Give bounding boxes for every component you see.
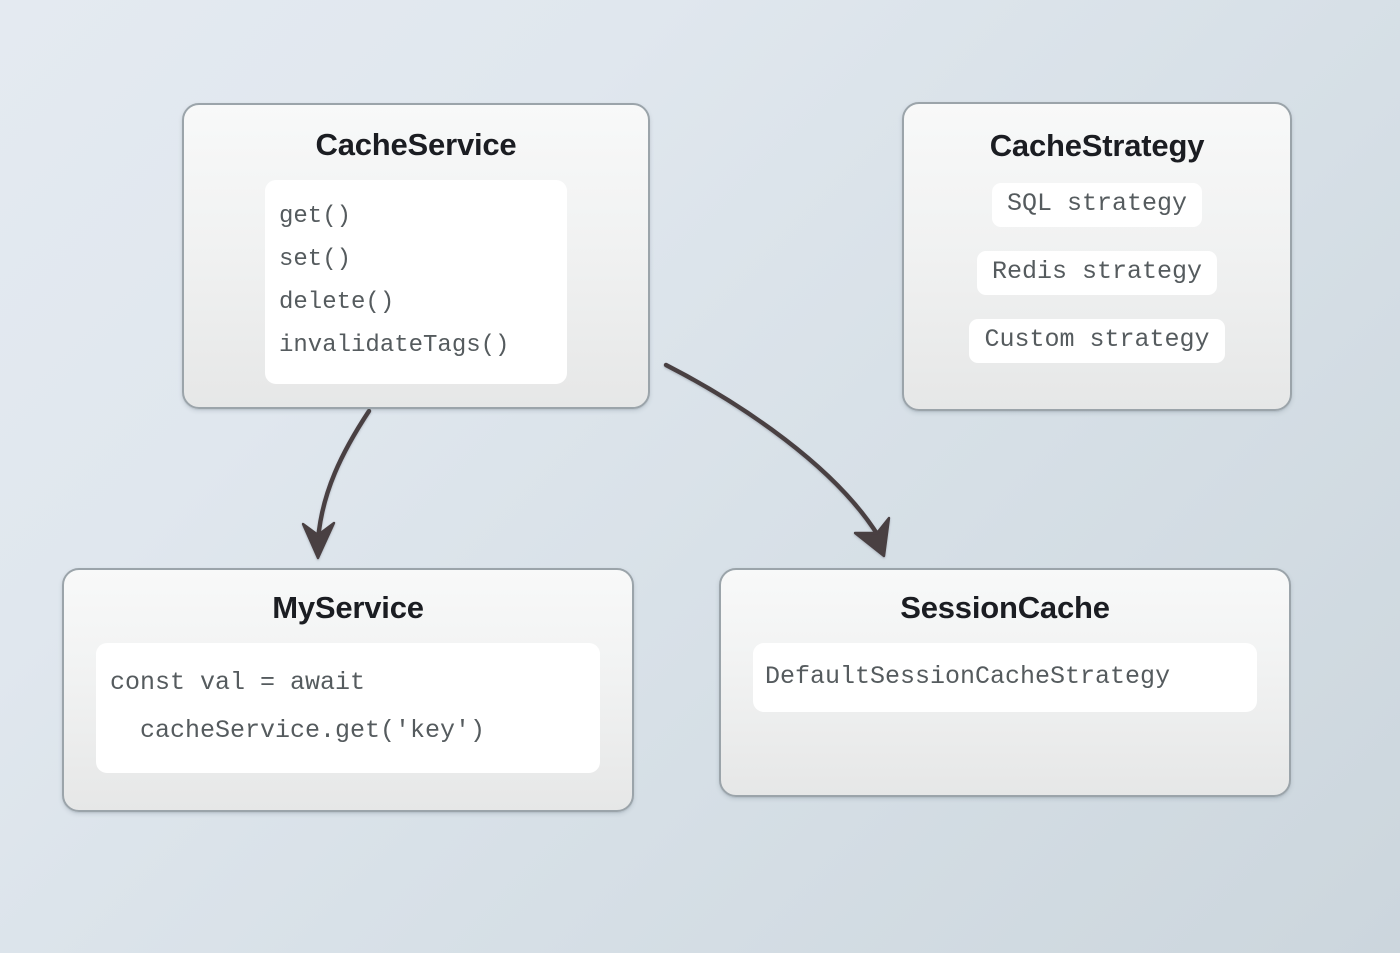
strategy-option: Redis strategy	[976, 251, 1218, 295]
method-item: delete()	[279, 289, 395, 316]
strategy-option: Custom strategy	[969, 319, 1225, 363]
code-line: DefaultSessionCacheStrategy	[765, 662, 1171, 691]
node-title-session-cache: SessionCache	[900, 590, 1110, 625]
cache-strategy-option-list: SQL strategy Redis strategy Custom strat…	[969, 183, 1225, 363]
code-line: cacheService.get('key')	[110, 716, 486, 745]
node-title-cache-service: CacheService	[315, 127, 517, 162]
method-item: get()	[279, 203, 352, 230]
strategy-option: SQL strategy	[991, 183, 1202, 227]
node-cache-strategy[interactable]: CacheStrategy SQL strategy Redis strateg…	[902, 102, 1292, 411]
node-title-cache-strategy: CacheStrategy	[989, 128, 1205, 163]
code-line: const val = await	[110, 668, 366, 697]
node-session-cache[interactable]: SessionCache DefaultSessionCacheStrategy	[719, 568, 1291, 797]
method-item: set()	[279, 246, 352, 273]
my-service-code-block: const val = await cacheService.get('key'…	[96, 643, 600, 773]
node-my-service[interactable]: MyService const val = await cacheService…	[62, 568, 634, 812]
node-cache-service[interactable]: CacheService get() set() delete() invali…	[182, 103, 650, 409]
connector-cacheservice-to-myservice	[301, 408, 372, 560]
node-title-my-service: MyService	[272, 590, 424, 625]
method-item: invalidateTags()	[279, 332, 510, 359]
connector-cacheservice-to-sessioncache	[663, 362, 891, 558]
session-cache-code-block: DefaultSessionCacheStrategy	[753, 643, 1257, 712]
cache-service-method-list: get() set() delete() invalidateTags()	[265, 180, 567, 384]
